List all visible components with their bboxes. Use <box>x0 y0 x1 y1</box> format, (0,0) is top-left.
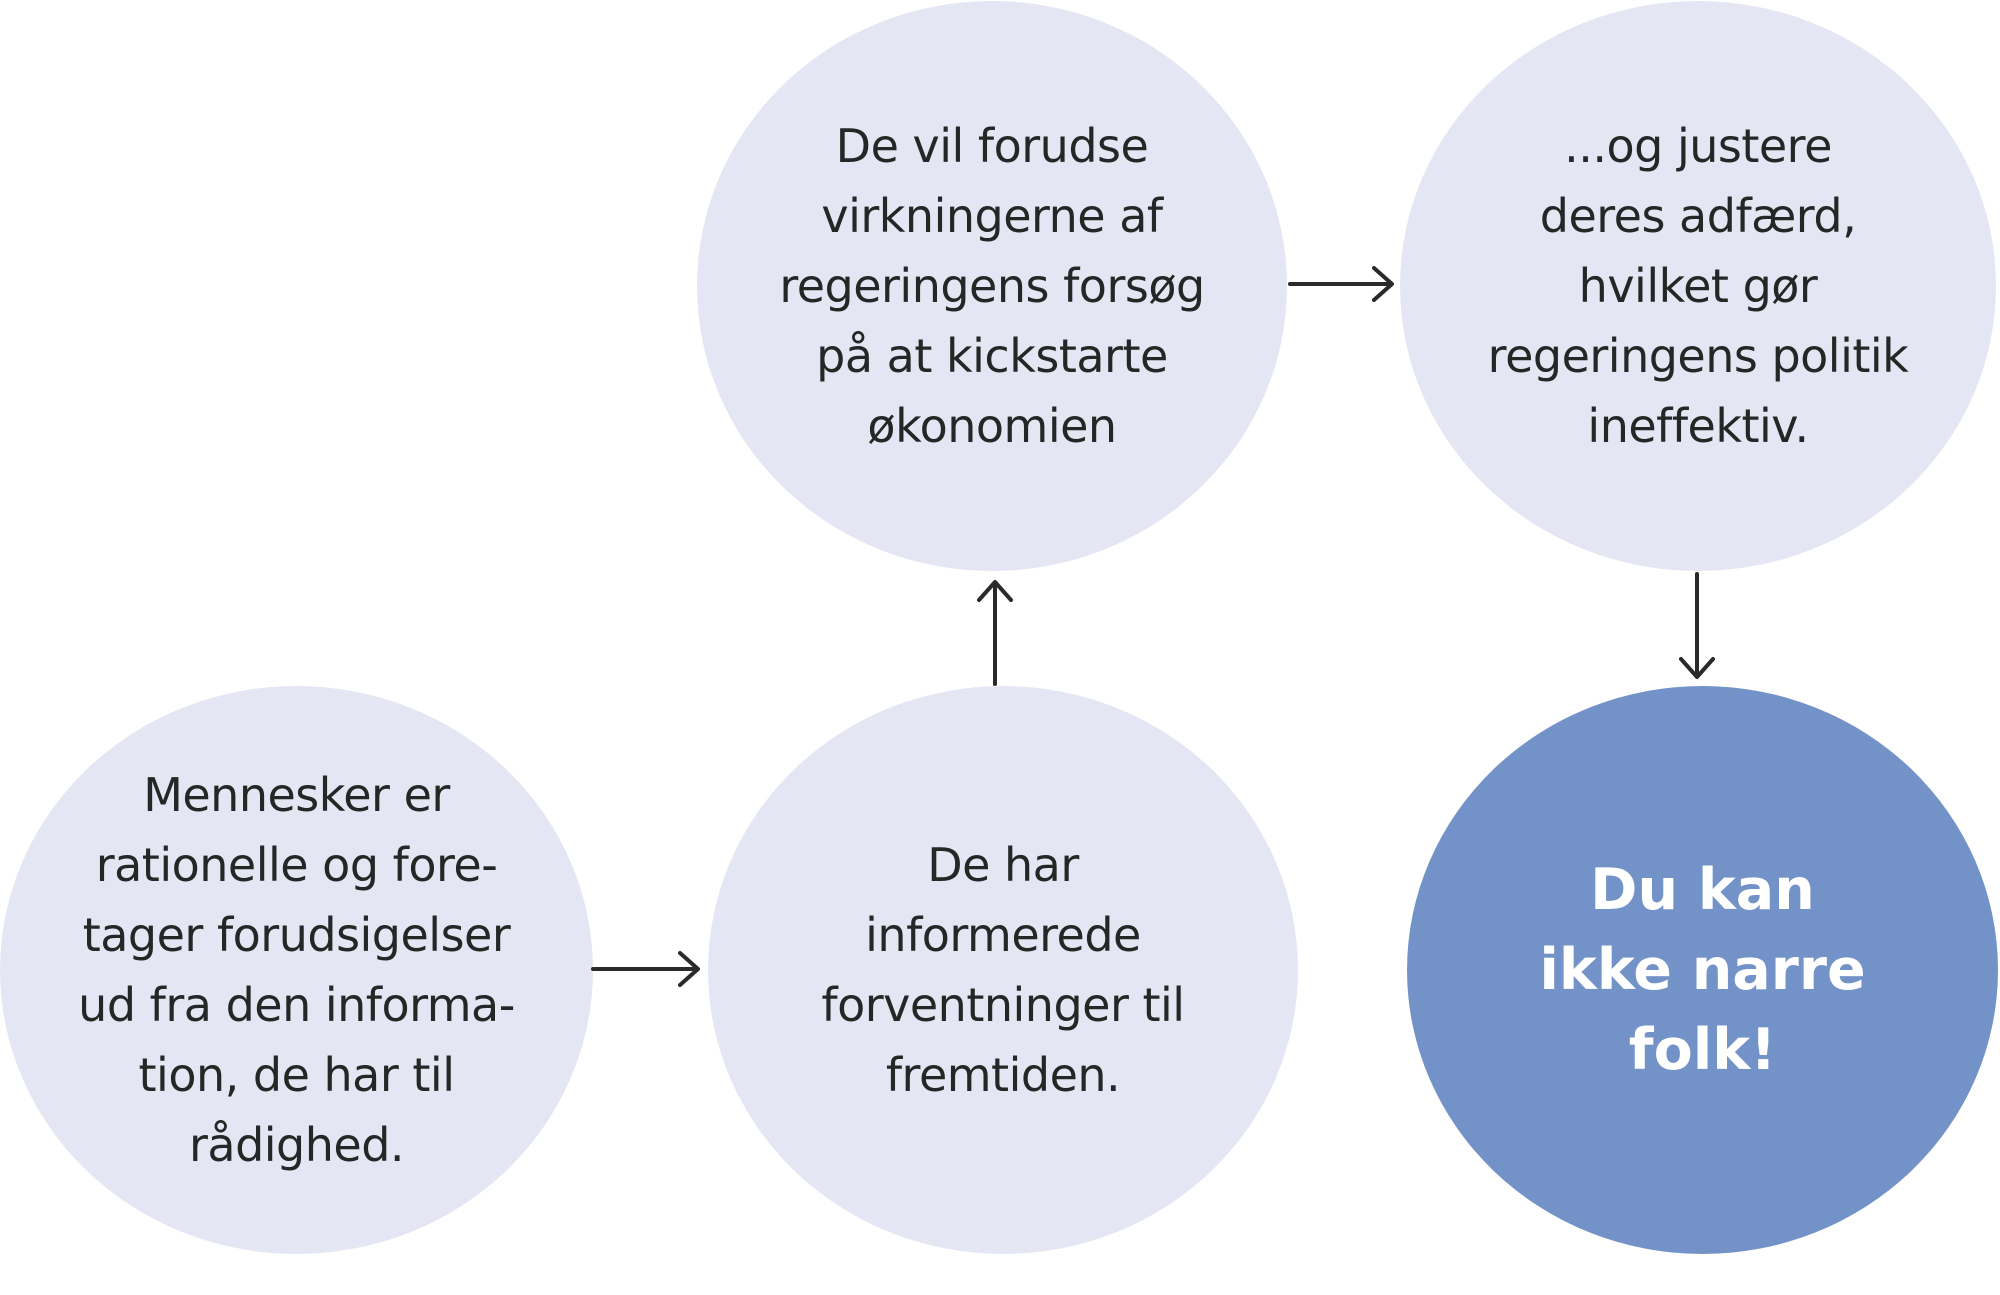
text-line: tager forudsigelser <box>82 908 511 962</box>
text-line: De har <box>927 838 1079 892</box>
text-line: ineffektiv. <box>1587 399 1809 453</box>
conclusion-text: Du kan ikke narre folk! <box>1539 850 1865 1090</box>
arrow-right-icon <box>591 951 700 987</box>
text-line: Du kan <box>1590 857 1815 923</box>
text-line: økonomien <box>867 399 1117 453</box>
text-line: rådighed. <box>188 1118 405 1172</box>
arrow-up-icon <box>977 580 1013 686</box>
text-line: Mennesker er <box>143 768 450 822</box>
text-line: på at kickstarte <box>816 329 1168 383</box>
text-line: forventninger til <box>821 978 1185 1032</box>
arrow-right-icon <box>1288 266 1394 302</box>
text-line: rationelle og fore- <box>95 838 498 892</box>
text-line: regeringens forsøg <box>779 259 1205 313</box>
text-line: hvilket gør <box>1578 259 1818 313</box>
step-anticipate-policy-circle: De vil forudse virkningerne af regeringe… <box>697 1 1287 571</box>
conclusion-circle: Du kan ikke narre folk! <box>1407 686 1998 1254</box>
step-rational-people-circle: Mennesker er rationelle og fore- tager f… <box>0 686 593 1254</box>
step-anticipate-policy-text: De vil forudse virkningerne af regeringe… <box>779 111 1205 461</box>
text-line: informerede <box>865 908 1141 962</box>
text-line: fremtiden. <box>885 1048 1121 1102</box>
text-line: virkningerne af <box>821 189 1163 243</box>
step-rational-people-text: Mennesker er rationelle og fore- tager f… <box>78 760 515 1180</box>
text-line: deres adfærd, <box>1539 189 1857 243</box>
text-line: tion, de har til <box>138 1048 455 1102</box>
step-adjust-behavior-circle: ...og justere deres adfærd, hvilket gør … <box>1400 1 1996 571</box>
text-line: folk! <box>1628 1017 1777 1083</box>
step-informed-expectations-circle: De har informerede forventninger til fre… <box>708 686 1298 1254</box>
text-line: De vil forudse <box>835 119 1149 173</box>
arrow-down-icon <box>1679 572 1715 679</box>
text-line: ud fra den informa- <box>78 978 515 1032</box>
step-informed-expectations-text: De har informerede forventninger til fre… <box>821 830 1185 1110</box>
step-adjust-behavior-text: ...og justere deres adfærd, hvilket gør … <box>1488 111 1909 461</box>
text-line: regeringens politik <box>1487 329 1909 383</box>
text-line: ...og justere <box>1564 119 1832 173</box>
text-line: ikke narre <box>1539 937 1866 1003</box>
